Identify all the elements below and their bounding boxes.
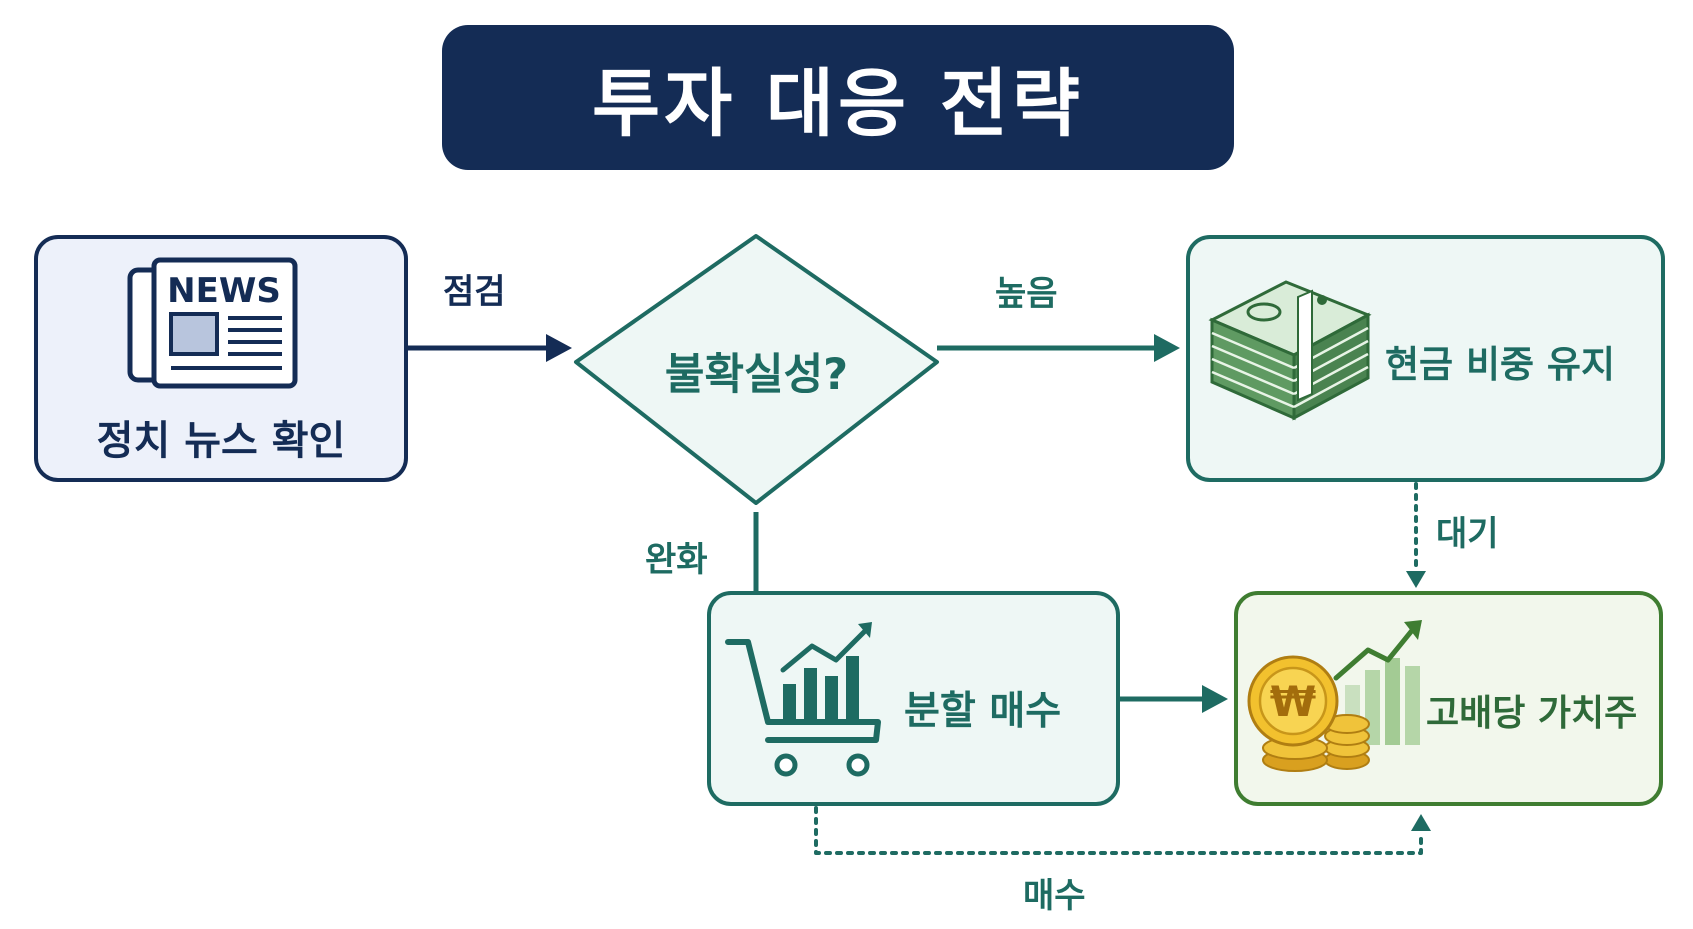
edge-news-to-decision (406, 334, 572, 362)
won-coins-chart-icon: ₩ (1247, 620, 1422, 772)
page-title: 투자 대응 전략 (591, 61, 1084, 147)
cash-node-label: 현금 비중 유지 (1385, 343, 1616, 386)
cash-node (1186, 235, 1665, 482)
edge-label-check: 점검 (443, 272, 506, 312)
decision-node (574, 234, 939, 505)
edge-label-buy: 매수 (1023, 876, 1086, 916)
split-buy-node-label: 분할 매수 (904, 689, 1062, 734)
edge-split-buy-to-dividend (1118, 685, 1228, 713)
edge-label-ease: 완화 (645, 540, 708, 580)
edge-label-wait: 대기 (1436, 514, 1499, 554)
dividend-node-label: 고배당 가치주 (1426, 693, 1638, 734)
shopping-cart-chart-icon (725, 622, 881, 777)
money-stack-icon (1208, 280, 1372, 421)
edge-split-buy-to-dividend-dotted (814, 806, 1431, 855)
split-buy-node (707, 591, 1120, 806)
news-node: NEWS (34, 235, 408, 482)
won-sign: ₩ (1270, 677, 1316, 726)
title-banner: 투자 대응 전략 (442, 25, 1234, 170)
edge-cash-to-dividend (1406, 482, 1426, 588)
news-node-label: 정치 뉴스 확인 (96, 418, 346, 464)
newspaper-headline: NEWS (167, 271, 281, 311)
edge-decision-to-cash (937, 334, 1180, 362)
edge-label-high: 높음 (995, 274, 1058, 314)
newspaper-icon: NEWS (127, 257, 298, 389)
decision-node-label: 불확실성? (664, 350, 849, 400)
dividend-node: ₩ (1234, 591, 1663, 806)
